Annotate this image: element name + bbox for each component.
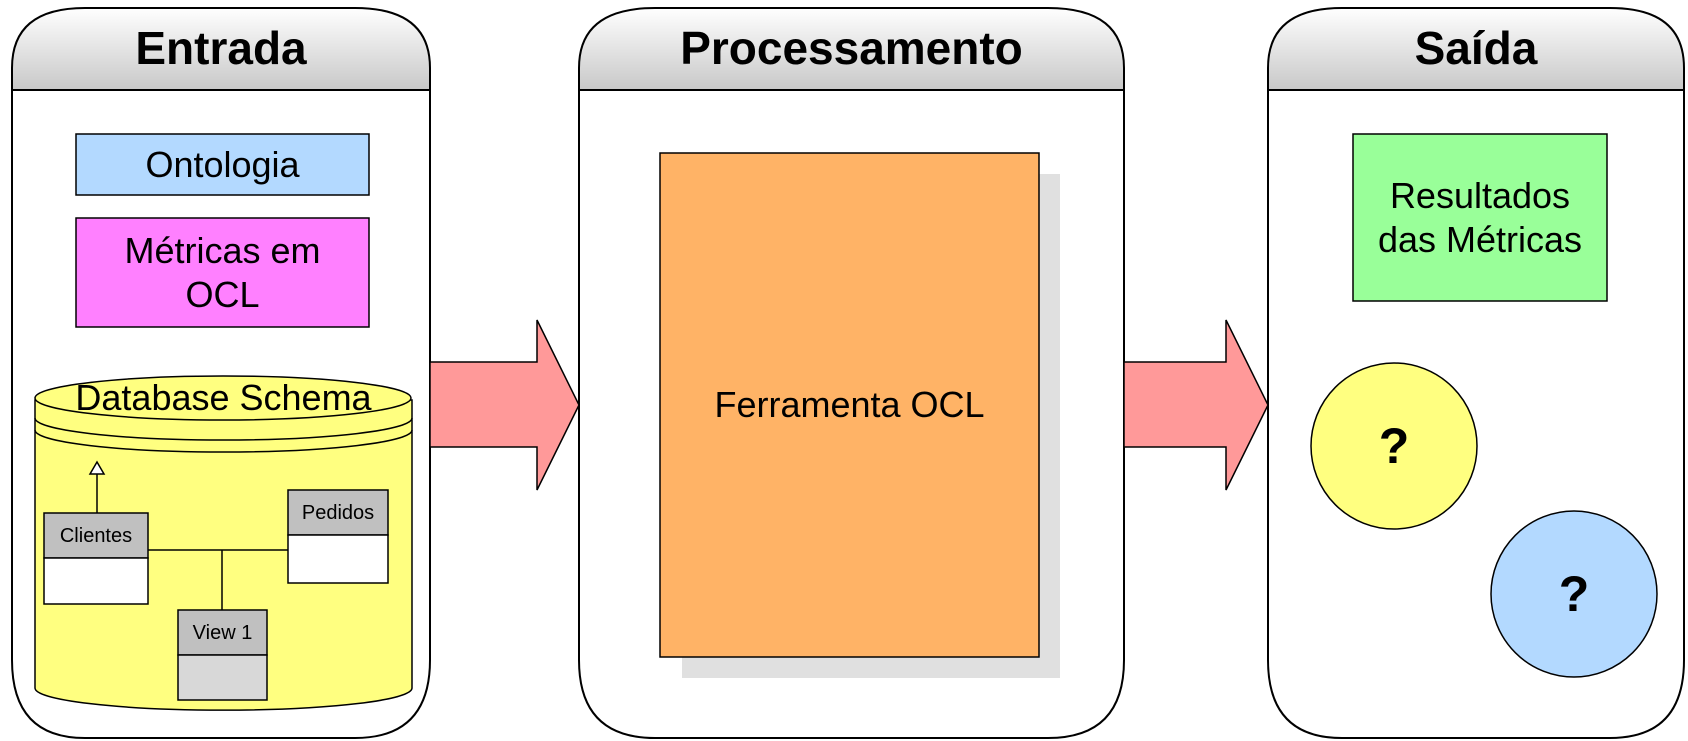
ontology-label: Ontologia [145,143,300,185]
result-circle-2 [1490,510,1658,678]
result-circle-2-label: ? [1558,566,1590,622]
inheritance-arrowhead [88,460,106,475]
tool-label: Ferramenta OCL [714,384,985,426]
table-pedidos-label: Pedidos [301,501,375,524]
ontology-box [75,133,370,196]
database-cylinder [34,375,413,711]
panel-output-header [1267,7,1685,91]
tool-box [659,152,1040,658]
table-clientes-body [43,557,149,605]
database-label: Database Schema [75,377,372,419]
table-pedidos-header [287,489,389,536]
table-view-header [177,609,268,656]
table-clientes-label: Clientes [59,524,133,547]
result-circle-1-label: ? [1378,418,1410,474]
results-box [1352,133,1608,302]
arrow-input-to-process [429,319,580,491]
arrow-process-to-output [1123,319,1269,491]
metrics-label: Métricas em OCL [124,230,321,315]
table-pedidos-body [287,534,389,584]
table-clientes-header [43,512,149,559]
table-view-label: View 1 [192,621,253,644]
schema-diagram [43,460,389,701]
table-view-body [177,654,268,701]
panel-process-header [578,7,1125,91]
result-circle-1 [1310,362,1478,530]
panel-output-title: Saída [1414,22,1538,75]
panel-process-title: Processamento [680,22,1023,75]
panel-input-title: Entrada [135,22,307,75]
results-label: Resultados das Métricas [1377,175,1583,260]
metrics-box [75,217,370,328]
panel-input-header [11,7,431,91]
